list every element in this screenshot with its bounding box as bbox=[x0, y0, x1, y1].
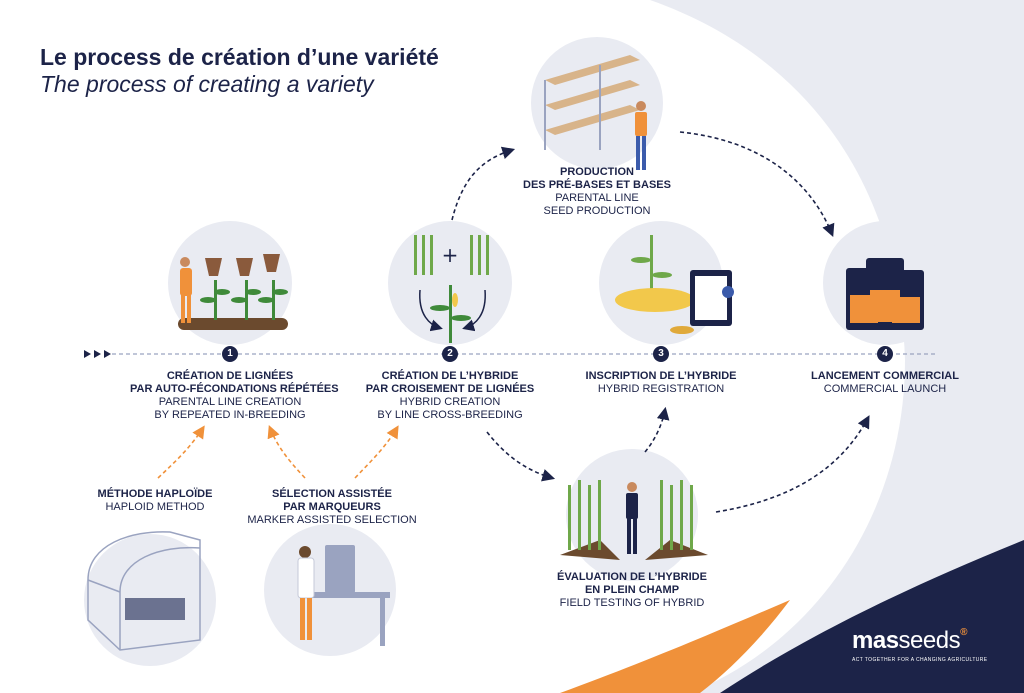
production-title-line2: DES PRÉ-BASES ET BASES bbox=[523, 179, 671, 191]
marker-title-line1: SÉLECTION ASSISTÉE bbox=[271, 488, 392, 500]
step1-en-line2: BY REPEATED IN-BREEDING bbox=[154, 409, 306, 421]
production-en-line2: SEED PRODUCTION bbox=[543, 205, 651, 217]
step3-illustration bbox=[615, 235, 734, 334]
step4-label: LANCEMENT COMMERCIAL COMMERCIAL LAUNCH bbox=[785, 370, 985, 396]
step4-en-line1: COMMERCIAL LAUNCH bbox=[823, 383, 947, 395]
haploid-en: HAPLOID METHOD bbox=[105, 501, 205, 513]
production-illustration-circle bbox=[531, 37, 663, 169]
arrow-production-to-launch bbox=[679, 131, 835, 237]
step1-label: CRÉATION DE LIGNÉES PAR AUTO-FÉCONDATION… bbox=[130, 370, 339, 422]
haploid-label: MÉTHODE HAPLOÏDE HAPLOID METHOD bbox=[80, 488, 230, 514]
production-en-line1: PARENTAL LINE bbox=[555, 192, 639, 204]
field-test-title-line2: EN PLEIN CHAMP bbox=[584, 584, 680, 596]
orange-corner bbox=[560, 600, 790, 693]
step3-label: INSCRIPTION DE L’HYBRIDE HYBRID REGISTRA… bbox=[561, 370, 761, 396]
arrow-to-production bbox=[451, 146, 516, 221]
page-subtitle: The process of creating a variety bbox=[40, 71, 374, 97]
brand-tagline: ACT TOGETHER FOR A CHANGING AGRICULTURE bbox=[852, 657, 988, 663]
navy-corner bbox=[720, 540, 1024, 693]
lab-illustration bbox=[297, 545, 390, 646]
production-title-line1: PRODUCTION bbox=[560, 166, 634, 178]
production-worker bbox=[635, 101, 647, 170]
step4-title-line1: LANCEMENT COMMERCIAL bbox=[811, 370, 959, 382]
step2-label: CRÉATION DE L’HYBRIDE PAR CROISEMENT DE … bbox=[350, 370, 550, 422]
brand-registered-mark: ® bbox=[960, 627, 967, 638]
step1-en-line1: PARENTAL LINE CREATION bbox=[158, 396, 302, 408]
step2-number: 2 bbox=[442, 346, 458, 362]
field-illustration bbox=[560, 480, 708, 560]
field-test-label: ÉVALUATION DE L’HYBRIDE EN PLEIN CHAMP F… bbox=[532, 571, 732, 610]
step1-number: 1 bbox=[222, 346, 238, 362]
brand-logo-part1: mas bbox=[852, 627, 899, 654]
greenhouse-illustration bbox=[87, 531, 201, 651]
step2-title-line1: CRÉATION DE L’HYBRIDE bbox=[381, 370, 519, 382]
step1-illustration bbox=[178, 254, 288, 330]
arrow-marker-to-step1 bbox=[267, 425, 306, 479]
production-illustration bbox=[544, 55, 640, 150]
arrow-field-to-launch bbox=[715, 415, 870, 513]
step1-title-line2: PAR AUTO-FÉCONDATIONS RÉPÉTÉES bbox=[130, 383, 339, 395]
step2-illustration: + bbox=[414, 235, 489, 343]
step1-illustration-circle bbox=[168, 221, 292, 345]
step1-title-line1: CRÉATION DE LIGNÉES bbox=[166, 370, 294, 382]
production-label: PRODUCTION DES PRÉ-BASES ET BASES PARENT… bbox=[497, 166, 697, 218]
step2-title-line2: PAR CROISEMENT DE LIGNÉES bbox=[365, 383, 535, 395]
step3-title-line1: INSCRIPTION DE L’HYBRIDE bbox=[585, 370, 737, 382]
page-title: Le process de création d’une variété bbox=[40, 44, 439, 70]
step3-en-line1: HYBRID REGISTRATION bbox=[597, 383, 725, 395]
marker-en-line1: MARKER ASSISTED SELECTION bbox=[247, 514, 417, 526]
arrow-marker-to-step2 bbox=[354, 425, 399, 479]
svg-text:+: + bbox=[442, 243, 459, 267]
step4-illustration bbox=[846, 258, 924, 330]
arrow-hybrid-to-field bbox=[486, 431, 556, 482]
timeline-start-arrows bbox=[84, 350, 111, 358]
brand-logo: masseeds® bbox=[852, 627, 967, 655]
field-test-title-line1: ÉVALUATION DE L’HYBRIDE bbox=[557, 571, 707, 583]
field-test-en-line1: FIELD TESTING OF HYBRID bbox=[559, 597, 705, 609]
step2-en-line2: BY LINE CROSS-BREEDING bbox=[377, 409, 523, 421]
marker-label: SÉLECTION ASSISTÉE PAR MARQUEURS MARKER … bbox=[242, 488, 422, 527]
haploid-title: MÉTHODE HAPLOÏDE bbox=[97, 488, 213, 500]
brand-logo-part2: seeds bbox=[898, 627, 961, 654]
step2-en-line1: HYBRID CREATION bbox=[399, 396, 501, 408]
step4-number: 4 bbox=[877, 346, 893, 362]
step3-number: 3 bbox=[653, 346, 669, 362]
arrow-field-to-registration bbox=[644, 406, 670, 453]
marker-title-line2: PAR MARQUEURS bbox=[283, 501, 381, 513]
